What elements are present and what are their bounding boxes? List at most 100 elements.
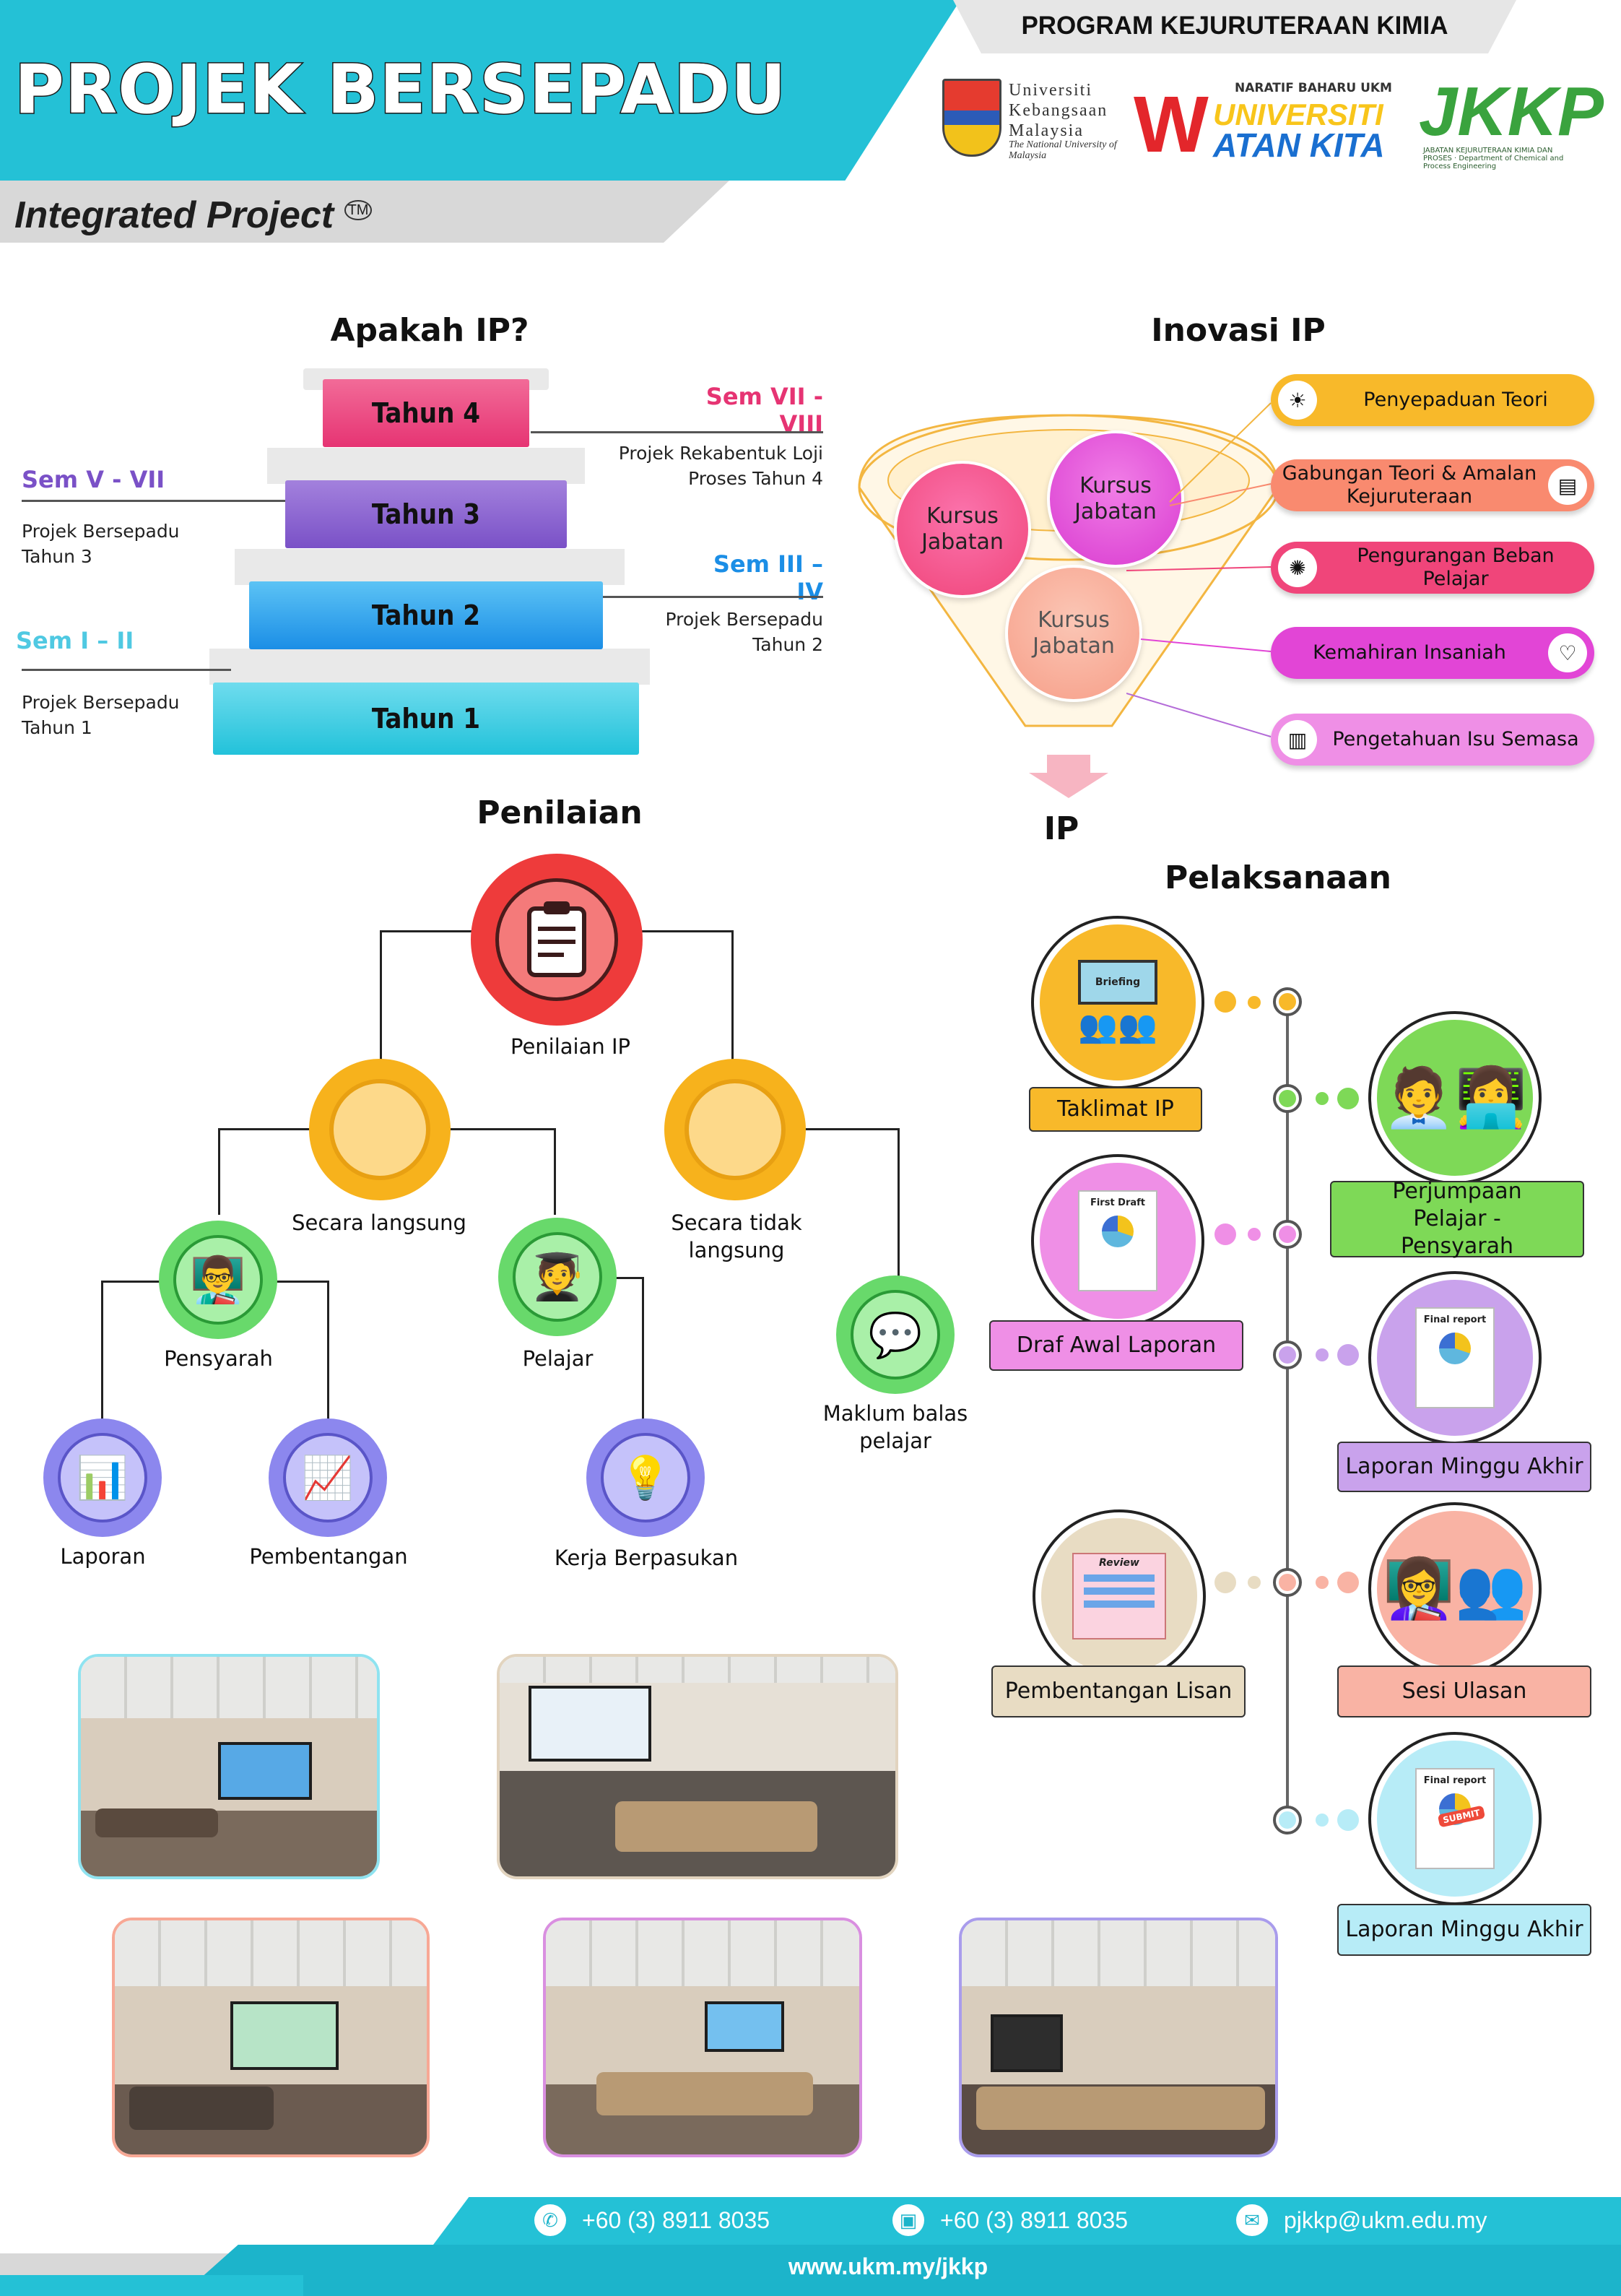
brain-icon: ✺	[1278, 548, 1317, 587]
step-4-dot-b	[1337, 1344, 1359, 1366]
ukm-crest-icon	[942, 79, 1001, 157]
pyramid-tier-3: Tahun 3	[285, 480, 567, 548]
jkkp-text: JKKP	[1419, 73, 1604, 150]
step-5-dot-b	[1248, 1576, 1261, 1589]
first-draft-text: First Draft	[1090, 1197, 1146, 1208]
inovasi-item-4: Kemahiran Insaniah ♡	[1271, 627, 1594, 679]
briefing-board: Briefing	[1078, 960, 1157, 1005]
clipboard-svg	[527, 901, 586, 977]
heart-hand-icon: ♡	[1548, 633, 1587, 672]
footer-email[interactable]: ✉ pjkkp@ukm.edu.my	[1236, 2204, 1487, 2236]
step-1-dot-a	[1214, 991, 1236, 1013]
sem-5-7-label: Sem V - VII	[22, 466, 165, 493]
lecturer-node: 👨‍🏫	[159, 1221, 277, 1339]
email-icon: ✉	[1236, 2204, 1268, 2236]
audience-icon: 👥👥	[1078, 1008, 1157, 1045]
footer-band-bottom	[181, 2245, 1621, 2296]
footer-website-link[interactable]: www.ukm.my/jkkp	[788, 2253, 988, 2279]
sem-3-4-label: Sem III – IV	[713, 550, 823, 605]
apakah-title: Apakah IP?	[330, 312, 529, 349]
tier-2-desc-2: Tahun 2	[752, 634, 823, 655]
presentation-label: Pembentangan	[249, 1544, 408, 1569]
sem-1-2-label: Sem I – II	[16, 627, 134, 654]
inovasi-connectors	[1126, 402, 1272, 737]
subtitle-band	[0, 181, 729, 243]
student-branch-line	[612, 1277, 644, 1421]
tier-3-desc-2: Tahun 3	[22, 546, 92, 567]
final-report-submit-icon: Final report SUBMIT	[1415, 1768, 1495, 1869]
penilaian-title: Penilaian	[477, 794, 643, 831]
phone-icon: ✆	[534, 2204, 566, 2236]
student-node: 🧑‍🎓	[498, 1218, 617, 1336]
watan-kita-text: ATAN KITA	[1213, 126, 1385, 164]
tier-3-line	[22, 500, 285, 502]
report-label: Laporan	[60, 1544, 146, 1569]
penilaian-root-node	[471, 854, 643, 1026]
step-2-dot-a	[1316, 1092, 1329, 1105]
ukm-tagline: The National University of Malaysia	[1009, 139, 1117, 161]
step-7-dot-b	[1337, 1809, 1359, 1831]
pyramid-step-2	[235, 549, 625, 585]
step-3-dot-a	[1214, 1223, 1236, 1245]
program-name: PROGRAM KEJURUTERAAN KIMIA	[1021, 12, 1448, 40]
step-4-label: Laporan Minggu Akhir	[1337, 1442, 1591, 1492]
inovasi-item-2-label: Gabungan Teori & Amalan Kejuruteraan	[1282, 462, 1537, 508]
teamwork-node: 💡	[586, 1418, 705, 1537]
lightbulb-icon: ☀	[1278, 381, 1317, 420]
tier-3-desc-1: Projek Bersepadu	[22, 521, 180, 542]
ukm-name: Universiti Kebangsaan Malaysia	[1009, 81, 1108, 140]
funnel-arrow-icon	[1029, 755, 1108, 798]
timeline-node-1	[1273, 987, 1302, 1016]
photo-meeting-room	[497, 1654, 898, 1879]
clipboard-icon	[495, 878, 618, 1001]
pyramid-tier-2: Tahun 2	[249, 581, 603, 649]
tier-2-desc-1: Projek Bersepadu	[665, 609, 823, 630]
step-7-label: Laporan Minggu Akhir	[1337, 1904, 1591, 1956]
student-avatar-icon: 🧑‍🎓	[513, 1232, 602, 1322]
universiti-watan-kita-logo: NARATIF BAHARU UKM W UNIVERSITI ATAN KIT…	[1134, 79, 1394, 166]
indirect-label: Secara tidak langsung	[671, 1210, 802, 1262]
step-5-dot-a	[1214, 1572, 1236, 1593]
step-5-image: Review	[1033, 1509, 1206, 1683]
feedback-label: Maklum balas pelajar	[822, 1401, 968, 1453]
presentation-icon: 📈	[283, 1433, 373, 1522]
watan-w-letter: W	[1134, 80, 1209, 169]
phone-number: +60 (3) 8911 8035	[582, 2206, 770, 2233]
step-7-image: Final report SUBMIT	[1368, 1732, 1542, 1905]
subtitle-text: Integrated Project	[14, 194, 334, 236]
step-6-label: Sesi Ulasan	[1337, 1665, 1591, 1717]
email-address: pjkkp@ukm.edu.my	[1284, 2206, 1487, 2233]
chat-bubbles-icon: 💬	[851, 1290, 940, 1379]
step-3-dot-b	[1248, 1228, 1261, 1241]
lecturer-label: Pensyarah	[164, 1346, 273, 1371]
feedback-node: 💬	[836, 1275, 955, 1394]
tier-1-line	[22, 669, 231, 671]
step-6-image: 👩‍🏫👥	[1368, 1502, 1542, 1676]
document-icon: ▤	[1548, 466, 1587, 505]
photo-presentation-1	[78, 1654, 380, 1879]
meeting-people-icon: 🧑‍💼👩‍💻	[1377, 1020, 1533, 1176]
page-title: PROJEK BERSEPADU	[13, 50, 787, 131]
footer-phone[interactable]: ✆ +60 (3) 8911 8035	[534, 2204, 770, 2236]
inovasi-item-3-label: Pengurangan Beban Pelajar	[1357, 545, 1555, 590]
final-report-text-1: Final report	[1423, 1314, 1487, 1325]
funnel-circle-3: Kursus Jabatan	[1005, 565, 1142, 702]
inovasi-item-3: ✺ Pengurangan Beban Pelajar	[1271, 542, 1594, 594]
review-session-icon: 👩‍🏫👥	[1377, 1511, 1533, 1667]
fax-number: +60 (3) 8911 8035	[940, 2206, 1129, 2233]
review-text: Review	[1099, 1557, 1139, 1569]
book-icon: ▥	[1278, 720, 1317, 759]
step-3-label: Draf Awal Laporan	[989, 1320, 1243, 1371]
trademark-mark: TM	[344, 199, 373, 220]
photo-presentation-4	[959, 1918, 1278, 2157]
fax-icon: ▣	[892, 2204, 924, 2236]
step-1-image: Briefing 👥👥	[1031, 916, 1204, 1089]
inovasi-item-1-label: Penyepaduan Teori	[1363, 389, 1548, 411]
first-draft-doc-icon: First Draft	[1078, 1190, 1157, 1291]
photo-presentation-3	[543, 1918, 862, 2157]
footer-fax[interactable]: ▣ +60 (3) 8911 8035	[892, 2204, 1128, 2236]
footer-cyan-strip	[0, 2275, 303, 2296]
header-band	[0, 0, 960, 181]
sem-7-8-label: Sem VII - VIII	[705, 383, 823, 438]
